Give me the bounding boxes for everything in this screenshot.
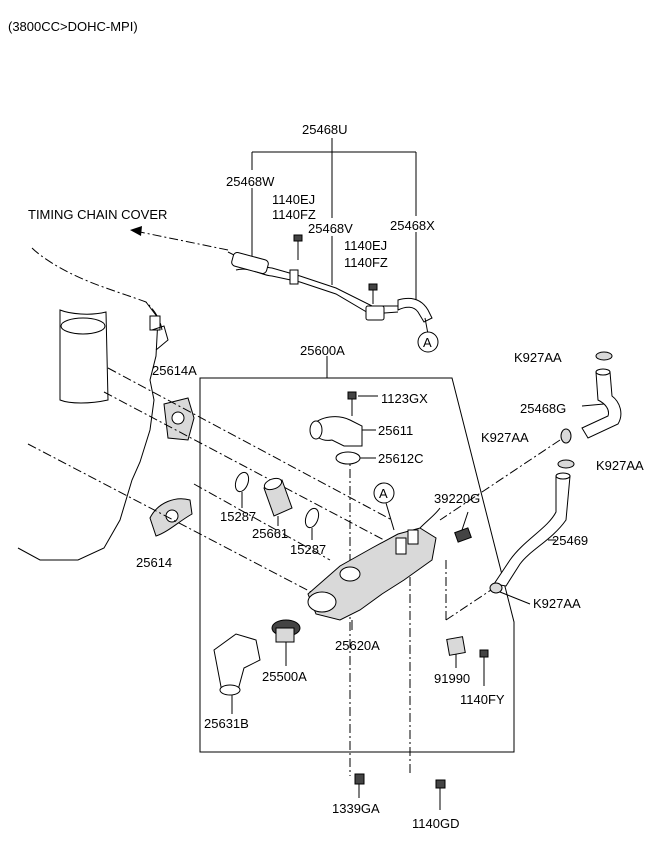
part-label-1140ej-a: 1140EJ [272,192,315,207]
part-label-15287-b: 15287 [290,542,326,557]
thermostat-25500a [271,619,301,666]
bolt-1140ej-a [293,234,303,260]
thermostat-housing-25620a [307,507,441,630]
part-label-25500a: 25500A [262,669,307,684]
assembly-box-25600a [199,356,515,753]
part-label-25614: 25614 [136,555,172,570]
svg-text:A: A [423,335,432,350]
o-ring-15287-b [304,507,320,540]
engine-spec-title: (3800CC>DOHC-MPI) [8,19,138,34]
o-ring-15287-a [234,471,250,508]
engine-block-outline [17,247,169,561]
gasket-25614a [163,397,195,441]
part-label-25611: 25611 [378,423,413,438]
part-label-25468x: 25468X [390,218,435,233]
part-label-25620a: 25620A [335,638,380,653]
part-label-15287-a: 15287 [220,509,256,524]
part-label-25612c: 25612C [378,451,424,466]
part-label-k927aa-3: K927AA [596,458,644,473]
part-label-1339ga: 1339GA [332,801,380,816]
pipe-25661 [263,477,293,526]
part-label-25614a: 25614A [152,363,197,378]
part-label-1140ej-b: 1140EJ [344,238,387,253]
part-label-k927aa-1: K927AA [514,350,562,365]
bolt-1140fy [479,649,489,686]
hose-assembly-bracket [251,138,417,300]
part-label-k927aa-4: K927AA [533,596,581,611]
part-label-1123gx: 1123GX [381,391,428,406]
temp-sensor-39220g [454,511,472,543]
part-label-25468u: 25468U [302,122,348,137]
timing-chain-cover-label: TIMING CHAIN COVER [28,207,167,222]
hose-clamp-k927aa-3 [557,459,575,469]
svg-text:A: A [379,486,388,501]
part-label-k927aa-2: K927AA [481,430,529,445]
hose-clamp-k927aa-2 [560,428,572,444]
gasket-25614 [149,498,193,537]
hose-clamp-k927aa-1 [595,351,613,361]
o-ring-25612c [335,451,376,465]
bypass-hose-pipe [231,251,433,323]
part-label-91990: 91990 [434,671,470,686]
plate-91990 [446,636,466,668]
part-label-25631b: 25631B [204,716,249,731]
part-label-39220g: 39220G [434,491,480,506]
hose-clamp-k927aa-4 [489,582,531,605]
part-label-25468w: 25468W [226,174,275,189]
bolt-1339ga [354,773,365,798]
part-label-25600a: 25600A [300,343,345,358]
hose-25468g [581,368,622,439]
bolt-1123gx [347,391,378,416]
part-label-1140fz-a: 1140FZ [272,207,316,222]
callout-a-lower: A [373,482,395,531]
part-label-1140fy: 1140FY [460,692,505,707]
part-label-25661: 25661 [252,526,288,541]
part-label-25468g: 25468G [520,401,566,416]
part-label-25469: 25469 [552,533,588,548]
callout-a-upper: A [417,317,439,353]
water-outlet-25611 [309,416,376,447]
hose-25469 [493,472,571,587]
part-label-1140gd: 1140GD [412,816,459,831]
timing-chain-cover-pointer [130,226,249,263]
assembly-guide-lines [27,367,561,776]
part-label-25468v: 25468V [308,221,353,236]
bolt-1140ej-b [368,283,378,304]
part-label-1140fz-b: 1140FZ [344,255,388,270]
water-inlet-25631b [213,633,261,714]
bolt-1140gd [435,779,446,810]
